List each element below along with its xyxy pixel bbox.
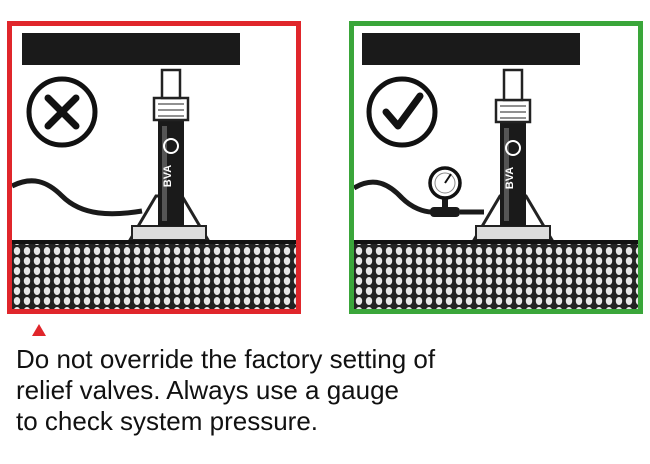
gauge-needle bbox=[444, 173, 452, 184]
brand-logo-icon bbox=[163, 138, 179, 154]
caption-line-1: Do not override the factory setting of bbox=[16, 344, 436, 374]
brand-logo-icon bbox=[505, 140, 521, 156]
safety-caption: Do not override the factory setting of r… bbox=[16, 344, 636, 437]
check-circle-icon bbox=[366, 76, 438, 148]
brand-label: BVA bbox=[504, 167, 516, 189]
caption-line-2: relief valves. Always use a gauge bbox=[16, 375, 399, 405]
hydraulic-hose bbox=[12, 178, 143, 217]
pipe-surface bbox=[354, 240, 638, 309]
load-beam bbox=[22, 33, 240, 65]
correct-usage-panel: BVA bbox=[349, 21, 643, 314]
brand-label: BVA bbox=[162, 165, 174, 187]
jack-plunger bbox=[502, 68, 524, 102]
hydraulic-hose bbox=[354, 179, 433, 215]
warning-triangle-icon bbox=[32, 324, 46, 336]
load-beam bbox=[362, 33, 580, 65]
jack-collar bbox=[494, 98, 532, 124]
check-icon bbox=[382, 92, 424, 130]
caption-line-3: to check system pressure. bbox=[16, 406, 318, 436]
jack-with-gauge-illustration: BVA bbox=[354, 33, 638, 309]
jack-collar bbox=[152, 96, 190, 122]
gauge-adapter bbox=[430, 207, 460, 217]
pipe-surface bbox=[12, 240, 296, 309]
jack-plunger bbox=[160, 68, 182, 100]
incorrect-usage-panel: BVA bbox=[7, 21, 301, 314]
jack-without-gauge-illustration: BVA bbox=[12, 33, 296, 309]
